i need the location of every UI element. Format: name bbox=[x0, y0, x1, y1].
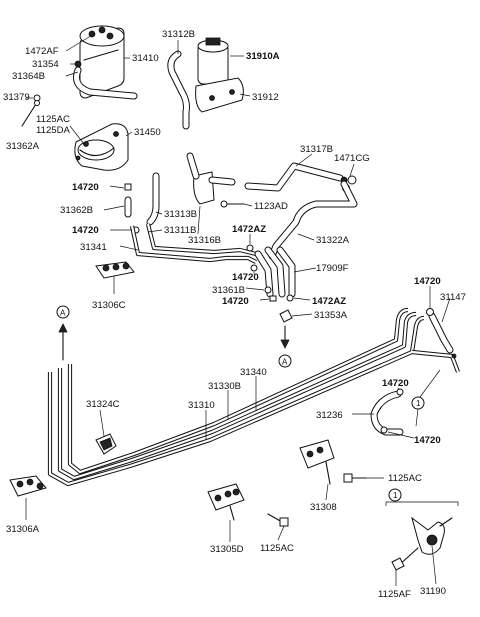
label-31305D: 31305D bbox=[210, 544, 244, 555]
marker-1-detail: 1 bbox=[393, 491, 398, 500]
marker-1-main: 1 bbox=[416, 399, 421, 408]
canister-31410 bbox=[79, 25, 125, 99]
label-31330B: 31330B bbox=[208, 381, 241, 392]
label-31306C: 31306C bbox=[92, 300, 126, 311]
arrow-a-up bbox=[56, 305, 70, 361]
label-14720-6: 14720 bbox=[382, 378, 409, 389]
vacuum-pump-31910A bbox=[195, 37, 244, 113]
label-31410: 31410 bbox=[132, 53, 159, 64]
label-14720-4: 14720 bbox=[222, 296, 249, 307]
clip-14720-c bbox=[250, 264, 258, 272]
marker-a-top: A bbox=[60, 309, 66, 318]
arrow-a-down bbox=[278, 325, 292, 368]
label-1472AF: 1472AF bbox=[25, 46, 59, 57]
label-31362A: 31362A bbox=[6, 141, 40, 152]
label-14720-5: 14720 bbox=[414, 276, 441, 287]
label-14720-3: 14720 bbox=[232, 272, 259, 283]
label-31361B: 31361B bbox=[212, 285, 245, 296]
hose-31312B bbox=[167, 50, 190, 130]
label-31910A: 31910A bbox=[246, 51, 280, 62]
label-17909F: 17909F bbox=[316, 263, 349, 274]
hose-31364B bbox=[73, 66, 138, 100]
label-31236: 31236 bbox=[316, 410, 343, 421]
label-1125AC-b: 1125AC bbox=[388, 473, 422, 484]
label-31340: 31340 bbox=[240, 367, 267, 378]
callout-labels: 1472AF 31354 31364B 31379 31410 31312B 3… bbox=[3, 29, 466, 600]
label-31912: 31912 bbox=[252, 92, 279, 103]
label-1472AZ-1: 1472AZ bbox=[232, 224, 266, 235]
label-14720-1: 14720 bbox=[72, 182, 99, 193]
bracket-31450 bbox=[74, 123, 129, 171]
clamp-31324C bbox=[95, 433, 117, 455]
clip-31361B bbox=[264, 286, 272, 294]
label-31379: 31379 bbox=[3, 92, 30, 103]
clip-14720-d bbox=[269, 295, 277, 302]
clip-14720-g bbox=[380, 426, 388, 434]
tubes-31311B-31341 bbox=[129, 223, 257, 264]
label-14720-2: 14720 bbox=[72, 225, 99, 236]
label-31341: 31341 bbox=[80, 242, 107, 253]
label-31364B: 31364B bbox=[12, 71, 45, 82]
label-31311B: 31311B bbox=[164, 225, 196, 236]
label-31322A: 31322A bbox=[316, 235, 350, 246]
hoses-17909F bbox=[254, 246, 296, 298]
clamp-31306A bbox=[9, 475, 47, 520]
label-31147: 31147 bbox=[440, 292, 466, 303]
label-1123AD: 1123AD bbox=[254, 201, 288, 212]
bolt-1125AC-b bbox=[343, 473, 367, 483]
bolt-1125AC-c bbox=[267, 513, 289, 527]
label-31362B: 31362B bbox=[60, 205, 93, 216]
label-31316B: 31316B bbox=[188, 235, 221, 246]
hose-31236 bbox=[370, 390, 404, 436]
clip-14720-a bbox=[124, 183, 132, 191]
bolt-1123AD bbox=[220, 200, 245, 208]
clip-14720-f bbox=[396, 388, 404, 396]
label-31353A: 31353A bbox=[314, 310, 348, 321]
label-31313B: 31313B bbox=[164, 209, 197, 220]
clip-1472AZ-a bbox=[246, 244, 254, 252]
leader-lines bbox=[26, 33, 451, 586]
hose-31147 bbox=[428, 312, 454, 354]
clamp-31306C bbox=[95, 261, 135, 294]
label-31324C: 31324C bbox=[86, 399, 120, 410]
label-1125AC-a: 1125AC bbox=[36, 114, 70, 125]
label-1125AF: 1125AF bbox=[378, 589, 411, 600]
label-31317B: 31317B bbox=[300, 144, 333, 155]
hose-31317B bbox=[244, 162, 348, 192]
label-1471CG: 1471CG bbox=[334, 153, 370, 164]
label-1125DA: 1125DA bbox=[36, 125, 71, 136]
label-1125AC-c: 1125AC bbox=[260, 543, 294, 554]
label-31190: 31190 bbox=[420, 586, 446, 597]
hose-31313B bbox=[146, 172, 160, 226]
label-31354: 31354 bbox=[32, 59, 59, 70]
grommet-31353A bbox=[279, 309, 293, 323]
label-31308: 31308 bbox=[310, 502, 337, 513]
clip-1472AZ-b bbox=[286, 294, 294, 302]
label-31450: 31450 bbox=[134, 127, 161, 138]
label-31312B: 31312B bbox=[162, 29, 195, 40]
clip-14720-e bbox=[426, 308, 434, 316]
bolt-31362A bbox=[21, 100, 40, 127]
clamp-31308 bbox=[299, 439, 335, 485]
main-fuel-lines bbox=[47, 307, 460, 487]
label-14720-7: 14720 bbox=[414, 435, 441, 446]
detail-1-group bbox=[385, 488, 459, 571]
marker-labels: A A 1 1 bbox=[60, 309, 421, 501]
marker-a-bottom: A bbox=[282, 358, 288, 367]
label-31306A: 31306A bbox=[6, 524, 40, 535]
fitting-31316B bbox=[186, 152, 236, 205]
clamp-31305D bbox=[207, 483, 245, 521]
label-31310: 31310 bbox=[188, 400, 215, 411]
hose-31322A bbox=[268, 180, 358, 260]
label-1472AZ-2: 1472AZ bbox=[312, 296, 346, 307]
